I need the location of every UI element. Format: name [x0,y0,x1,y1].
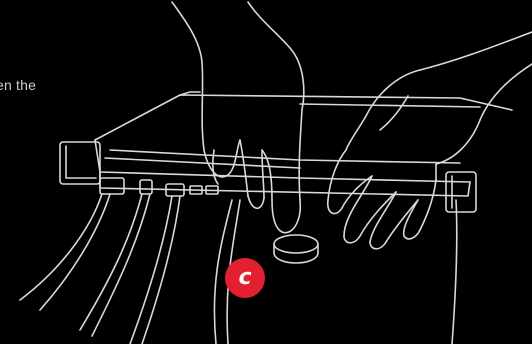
left-hand [172,2,304,233]
dock-right-cap [446,172,476,212]
dock-left-cap [60,142,100,184]
dock-body [95,92,512,196]
power-knob [274,235,318,263]
dock-ports [100,178,218,196]
step-badge: c [225,258,265,298]
right-hand [328,32,532,249]
